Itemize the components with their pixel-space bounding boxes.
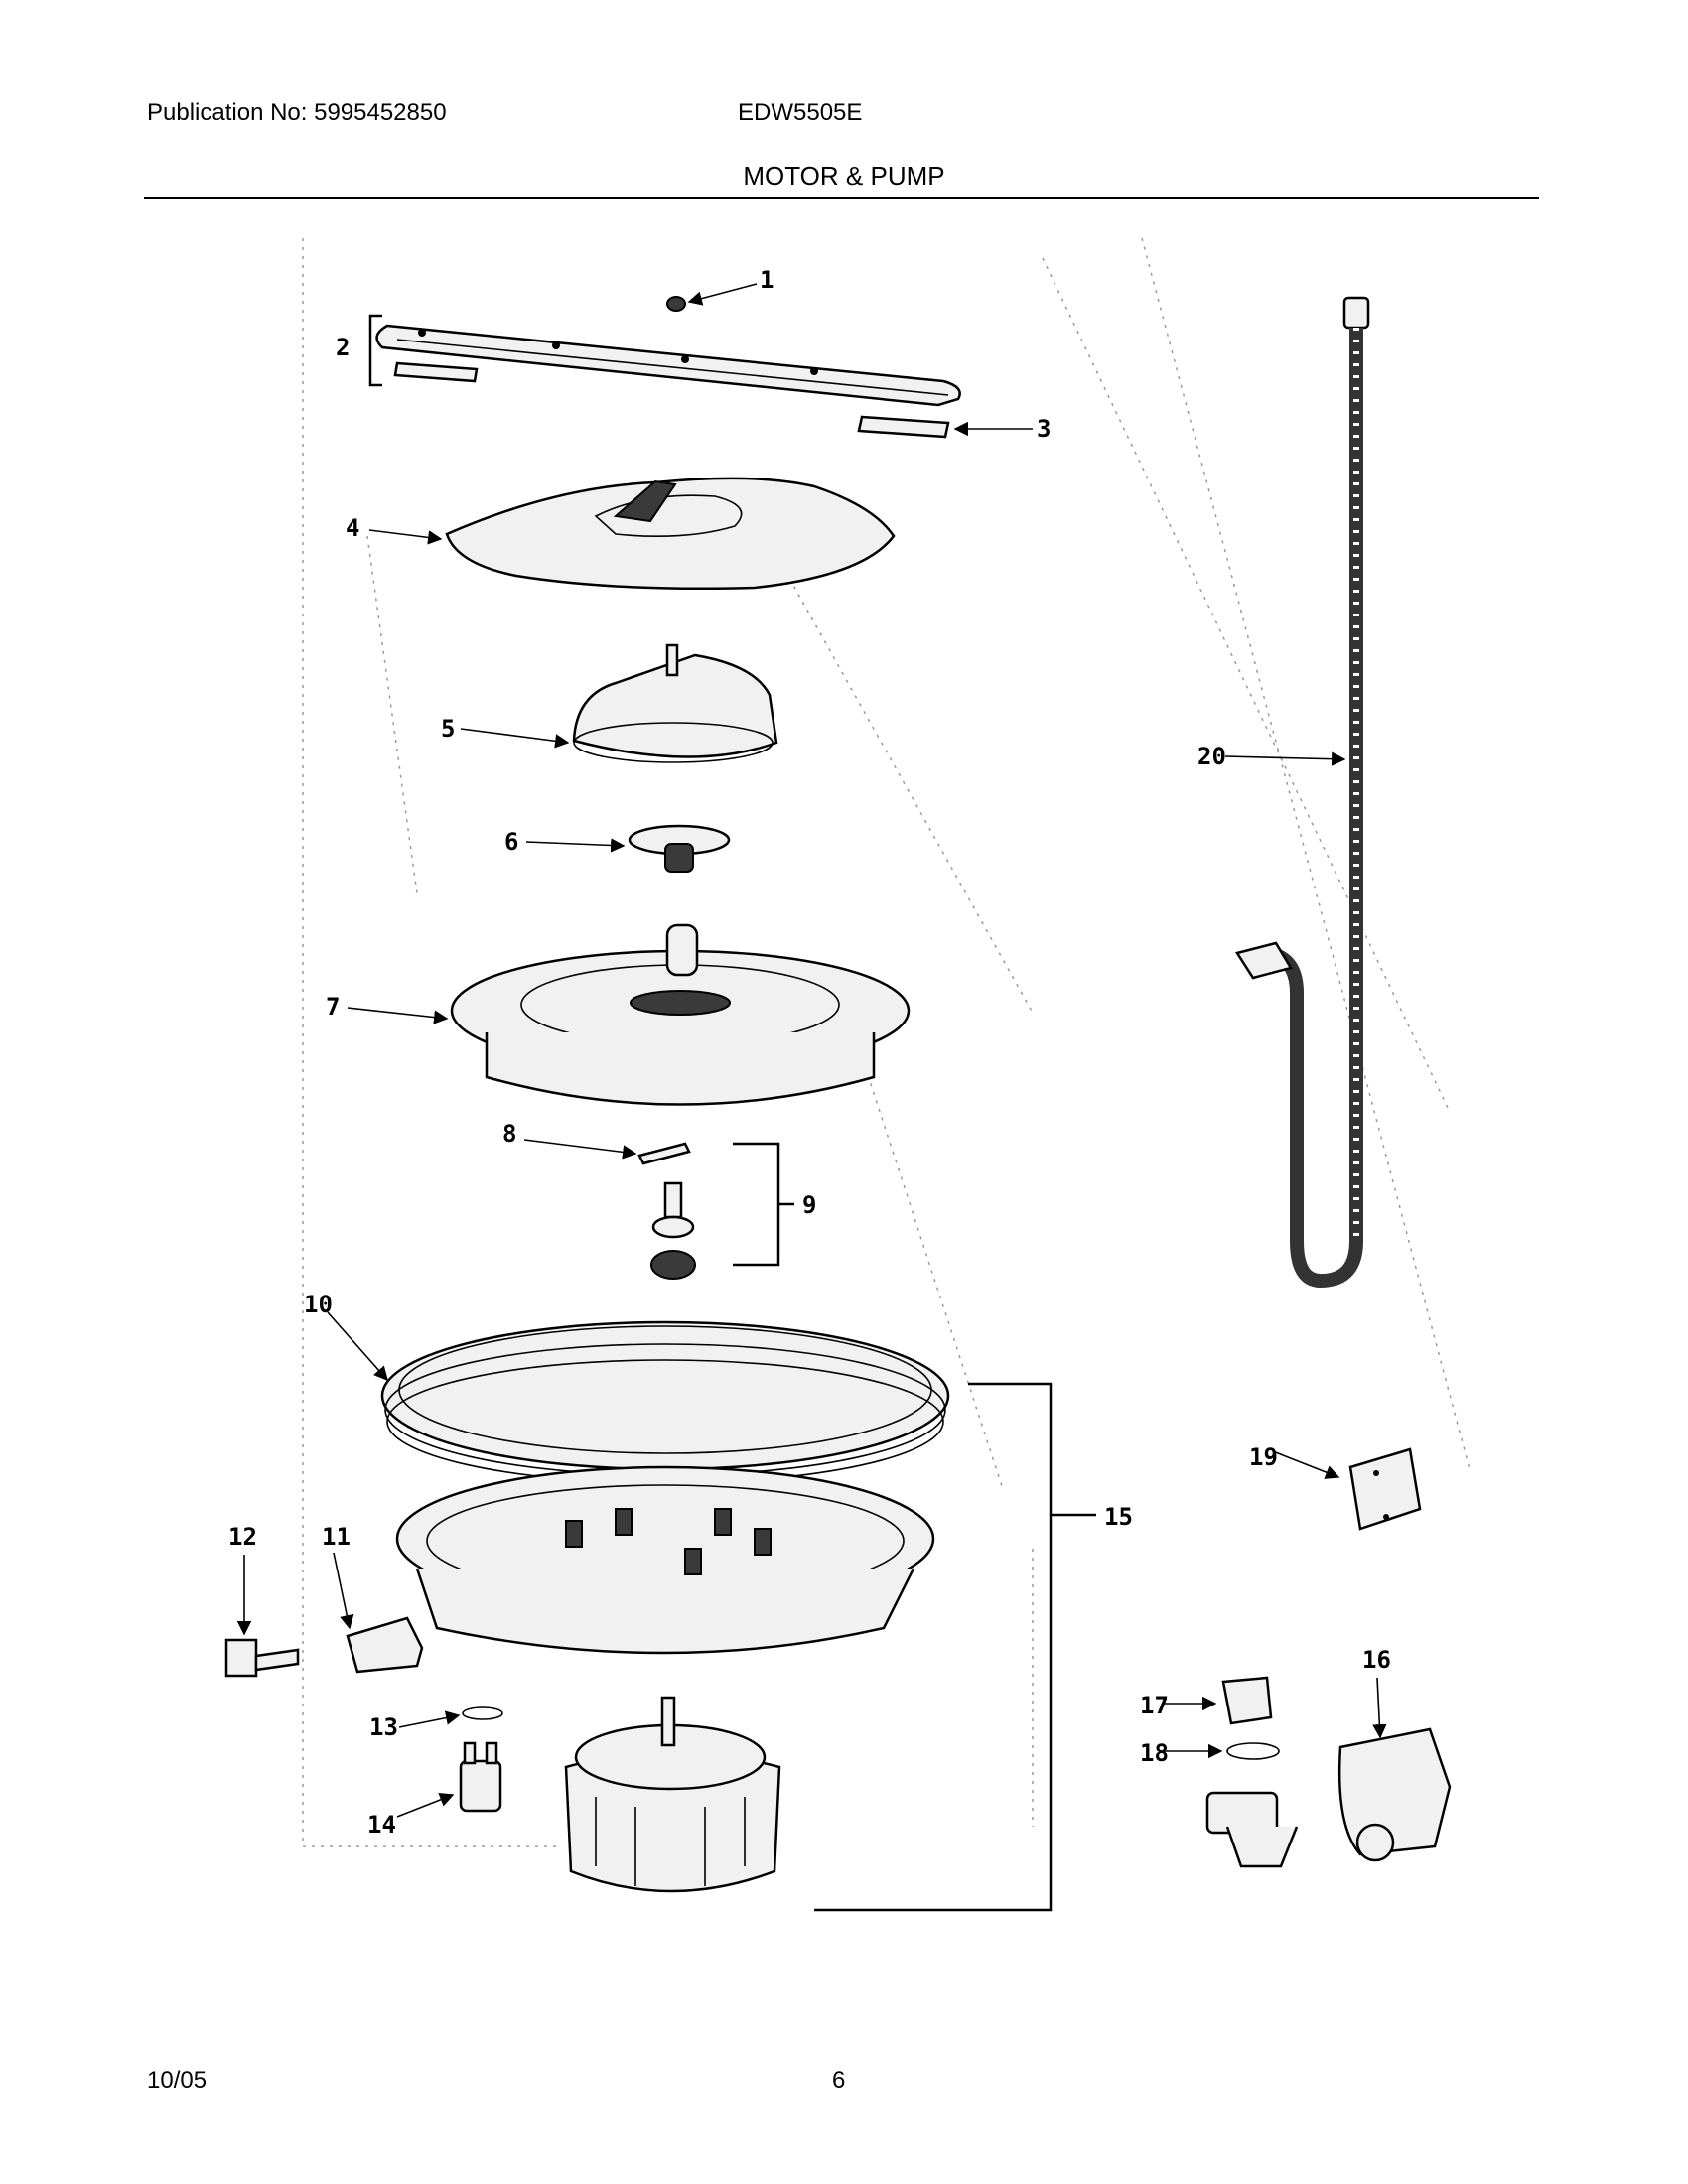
- publication-number: Publication No: 5995452850: [147, 99, 447, 126]
- part-18-o-ring: [1226, 1742, 1280, 1760]
- model-number: EDW5505E: [738, 99, 863, 126]
- callout-9: 9: [802, 1191, 816, 1219]
- callout-10: 10: [304, 1291, 333, 1318]
- part-17-adapter: [1221, 1676, 1273, 1725]
- callout-20: 20: [1197, 743, 1226, 770]
- header-rule: [144, 197, 1539, 199]
- callout-8: 8: [502, 1120, 516, 1148]
- callout-18: 18: [1140, 1739, 1169, 1767]
- callout-2: 2: [336, 334, 350, 361]
- callout-13: 13: [369, 1713, 398, 1741]
- callout-19: 19: [1249, 1443, 1278, 1471]
- callout-16: 16: [1362, 1646, 1391, 1674]
- bracket-2: [368, 314, 382, 387]
- callout-6: 6: [504, 828, 518, 856]
- part-8-pin: [637, 1142, 691, 1165]
- callout-17: 17: [1140, 1692, 1169, 1719]
- part-4-shroud: [445, 477, 896, 591]
- part-6-impeller: [628, 824, 731, 873]
- part-10-gasket: [380, 1320, 950, 1484]
- callout-12: 12: [228, 1523, 257, 1551]
- part-16-drain-pump: [1205, 1727, 1452, 1868]
- part-15-sump-assembly: [395, 1465, 935, 1893]
- callout-5: 5: [441, 715, 455, 743]
- callout-4: 4: [346, 514, 359, 542]
- bracket-15: [814, 1382, 1096, 1912]
- part-3-clip: [857, 415, 950, 439]
- footer-page-number: 6: [832, 2067, 846, 2094]
- part-7-filter-housing: [450, 923, 911, 1106]
- part-19-bracket: [1348, 1447, 1422, 1531]
- part-13-o-ring: [462, 1706, 503, 1720]
- section-title: MOTOR & PUMP: [743, 161, 945, 191]
- alignment-guides: [302, 237, 1471, 1847]
- part-12-clip: [224, 1638, 300, 1678]
- bracket-9: [733, 1142, 794, 1267]
- part-20-drain-hose: [1235, 296, 1370, 1289]
- part-2-spray-arm: [375, 324, 961, 407]
- part-9-seal-kit: [650, 1181, 696, 1280]
- part-14-sensor: [459, 1741, 502, 1813]
- part-11-bracket: [346, 1616, 424, 1674]
- part-5-pump-cover: [572, 643, 778, 763]
- leader-lines: [236, 283, 1387, 1818]
- callout-labels: 1 2 3 4 5 6 7 8 9 10 11 12 13 14 15 16 1…: [228, 266, 1391, 1839]
- part-1-nut: [666, 296, 686, 312]
- callout-7: 7: [326, 993, 340, 1021]
- callout-3: 3: [1037, 415, 1051, 443]
- callout-1: 1: [760, 266, 774, 294]
- callout-14: 14: [367, 1811, 396, 1839]
- callout-11: 11: [322, 1523, 351, 1551]
- footer-date: 10/05: [147, 2067, 208, 2094]
- callout-15: 15: [1104, 1503, 1133, 1531]
